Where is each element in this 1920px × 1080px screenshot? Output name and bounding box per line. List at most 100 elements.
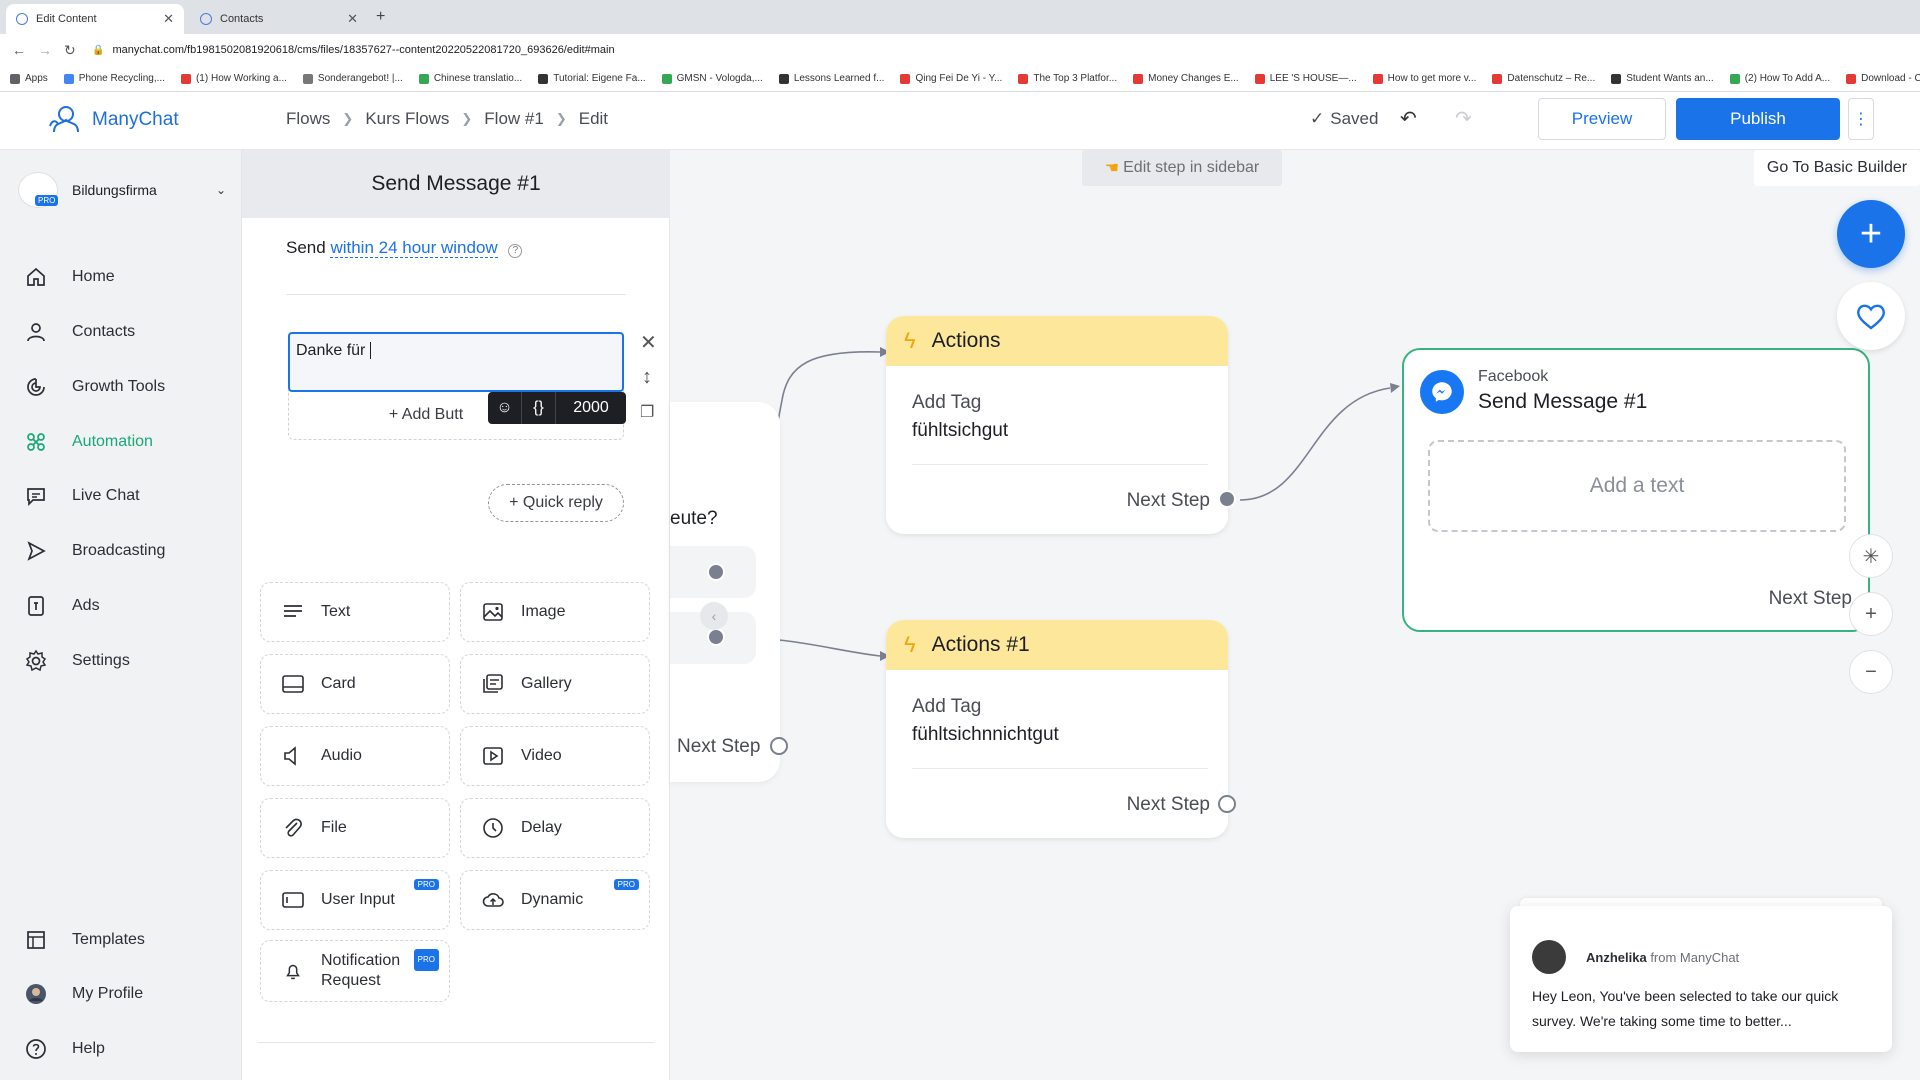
bookmark-item[interactable]: GMSN - Vologda,... <box>661 73 763 84</box>
bookmark-item[interactable]: Sonderangebot! |... <box>302 73 403 84</box>
variable-icon[interactable]: {} <box>522 392 556 424</box>
profile-icon <box>22 980 50 1008</box>
bookmark-item[interactable]: Apps <box>10 73 48 84</box>
zoom-in-button[interactable]: + <box>1849 592 1893 636</box>
bookmark-item[interactable]: Datenschutz – Re... <box>1492 73 1595 84</box>
sidebar-item-contacts[interactable]: Contacts <box>22 317 135 347</box>
back-icon[interactable]: ← <box>12 42 26 58</box>
preview-button[interactable]: Preview <box>1538 98 1666 140</box>
bookmark-item[interactable]: How to get more v... <box>1372 73 1476 84</box>
heart-icon <box>1857 304 1885 330</box>
facebook-send-message-node[interactable]: Facebook Send Message #1 Add a text Next… <box>1402 348 1870 632</box>
close-icon[interactable]: ✕ <box>163 11 174 26</box>
close-icon[interactable]: ✕ <box>640 332 657 354</box>
account-switcher[interactable]: PRO Bildungsfirma ⌄ <box>18 170 234 210</box>
manychat-logo[interactable]: ManyChat <box>48 102 179 138</box>
sidebar-item-home[interactable]: Home <box>22 262 115 292</box>
next-step-port[interactable] <box>1218 795 1236 813</box>
move-vertical-icon[interactable]: ↕ <box>642 366 652 388</box>
bookmark-item[interactable]: (1) How Working a... <box>180 73 287 84</box>
bookmark-item[interactable]: Download - Cooki... <box>1846 73 1920 84</box>
block-file[interactable]: File <box>260 798 450 858</box>
bookmark-favicon-icon <box>661 73 672 84</box>
text-toolbar: ☺ {} 2000 <box>488 392 626 424</box>
sidebar-item-help[interactable]: Help <box>22 1034 105 1064</box>
reload-icon[interactable]: ↻ <box>64 41 76 58</box>
send-window-link[interactable]: within 24 hour window <box>330 238 498 258</box>
bookmark-favicon-icon <box>778 73 789 84</box>
actions-node[interactable]: ϟ Actions Add Tag fühltsichgut Next Step <box>886 316 1228 534</box>
favorite-button[interactable] <box>1837 282 1905 350</box>
bookmark-label: Phone Recycling,... <box>78 73 165 84</box>
block-video[interactable]: Video <box>460 726 650 786</box>
sidebar-item-settings[interactable]: Settings <box>22 646 130 676</box>
add-step-button[interactable]: + <box>1837 200 1905 268</box>
basic-builder-button[interactable]: Go To Basic Builder <box>1754 150 1920 186</box>
add-text-placeholder[interactable]: Add a text <box>1428 440 1846 532</box>
messenger-icon <box>1420 370 1464 414</box>
sidebar-item-growth-tools[interactable]: Growth Tools <box>22 372 165 402</box>
block-text[interactable]: Text <box>260 582 450 642</box>
message-text-input[interactable]: Danke für <box>288 332 624 392</box>
breadcrumb-flows[interactable]: Flows <box>286 109 331 128</box>
block-gallery[interactable]: Gallery <box>460 654 650 714</box>
breadcrumb-flow-1[interactable]: Flow #1 <box>484 109 544 128</box>
chevron-left-icon[interactable]: ‹ <box>700 602 728 630</box>
browser-tab-contacts[interactable]: Contacts ✕ <box>190 4 368 34</box>
bookmark-item[interactable]: LEE 'S HOUSE—... <box>1254 73 1357 84</box>
message-text-value: Danke für <box>296 342 370 359</box>
block-audio[interactable]: Audio <box>260 726 450 786</box>
output-port[interactable] <box>707 628 725 646</box>
undo-icon[interactable]: ↶ <box>1400 108 1417 130</box>
redo-icon[interactable]: ↷ <box>1455 108 1472 130</box>
copy-icon[interactable]: ❐ <box>640 404 655 421</box>
clock-icon <box>479 816 507 840</box>
lightning-icon: ϟ <box>904 632 916 657</box>
bookmark-item[interactable]: Student Wants an... <box>1611 73 1714 84</box>
next-step-port[interactable] <box>1218 490 1236 508</box>
close-icon[interactable]: ✕ <box>347 11 358 26</box>
block-image[interactable]: Image <box>460 582 650 642</box>
bookmark-item[interactable]: The Top 3 Platfor... <box>1018 73 1117 84</box>
output-port[interactable] <box>707 563 725 581</box>
sidebar-item-label: Automation <box>72 433 153 450</box>
sidebar-item-automation[interactable]: Automation <box>22 427 153 457</box>
emoji-icon[interactable]: ☺ <box>488 392 522 424</box>
bookmarks-bar: Apps Phone Recycling,... (1) How Working a… <box>0 66 1920 92</box>
bookmark-item[interactable]: Tutorial: Eigene Fa... <box>538 73 646 84</box>
url-field[interactable]: 🔒 manychat.com/fb198150208192061​8/cms/f… <box>92 39 1592 61</box>
browser-tab-edit-content[interactable]: Edit Content ✕ <box>6 4 184 34</box>
sidebar-item-live-chat[interactable]: Live Chat <box>22 481 140 511</box>
bookmark-item[interactable]: Lessons Learned f... <box>778 73 884 84</box>
bookmark-item[interactable]: Qing Fei De Yi - Y... <box>900 73 1002 84</box>
magic-wand-button[interactable]: ✳ <box>1849 534 1893 578</box>
bookmark-item[interactable]: Phone Recycling,... <box>63 73 165 84</box>
zoom-out-button[interactable]: − <box>1849 650 1893 694</box>
publish-button[interactable]: Publish <box>1676 98 1840 140</box>
person-icon <box>22 318 50 346</box>
bookmark-item[interactable]: Money Changes E... <box>1133 73 1239 84</box>
help-icon[interactable]: ? <box>508 244 523 258</box>
forward-icon[interactable]: → <box>38 42 52 58</box>
more-options-button[interactable]: ⋮ <box>1848 98 1874 140</box>
actions-1-node-title: Actions #1 <box>931 633 1030 656</box>
block-card[interactable]: Card <box>260 654 450 714</box>
bookmark-item[interactable]: (2) How To Add A... <box>1729 73 1830 84</box>
sidebar-item-ads[interactable]: Ads <box>22 591 100 621</box>
partial-next-step: Next Step <box>677 736 761 757</box>
sidebar-item-my-profile[interactable]: My Profile <box>22 979 143 1009</box>
block-delay[interactable]: Delay <box>460 798 650 858</box>
actions-1-node[interactable]: ϟ Actions #1 Add Tag fühltsichnnichtgut … <box>886 620 1228 838</box>
block-label: Card <box>321 675 356 692</box>
sidebar-item-broadcasting[interactable]: Broadcasting <box>22 536 165 566</box>
breadcrumb-kurs-flows[interactable]: Kurs Flows <box>365 109 450 128</box>
bookmark-item[interactable]: Chinese translatio... <box>418 73 522 84</box>
support-chat-popup[interactable]: Anzhelika from ManyChat Hey Leon, You've… <box>1510 906 1892 1052</box>
next-step-port[interactable] <box>770 737 788 755</box>
sidebar-item-templates[interactable]: Templates <box>22 925 145 955</box>
quick-reply-button[interactable]: + Quick reply <box>488 484 624 522</box>
new-tab-button[interactable]: + <box>376 8 386 25</box>
